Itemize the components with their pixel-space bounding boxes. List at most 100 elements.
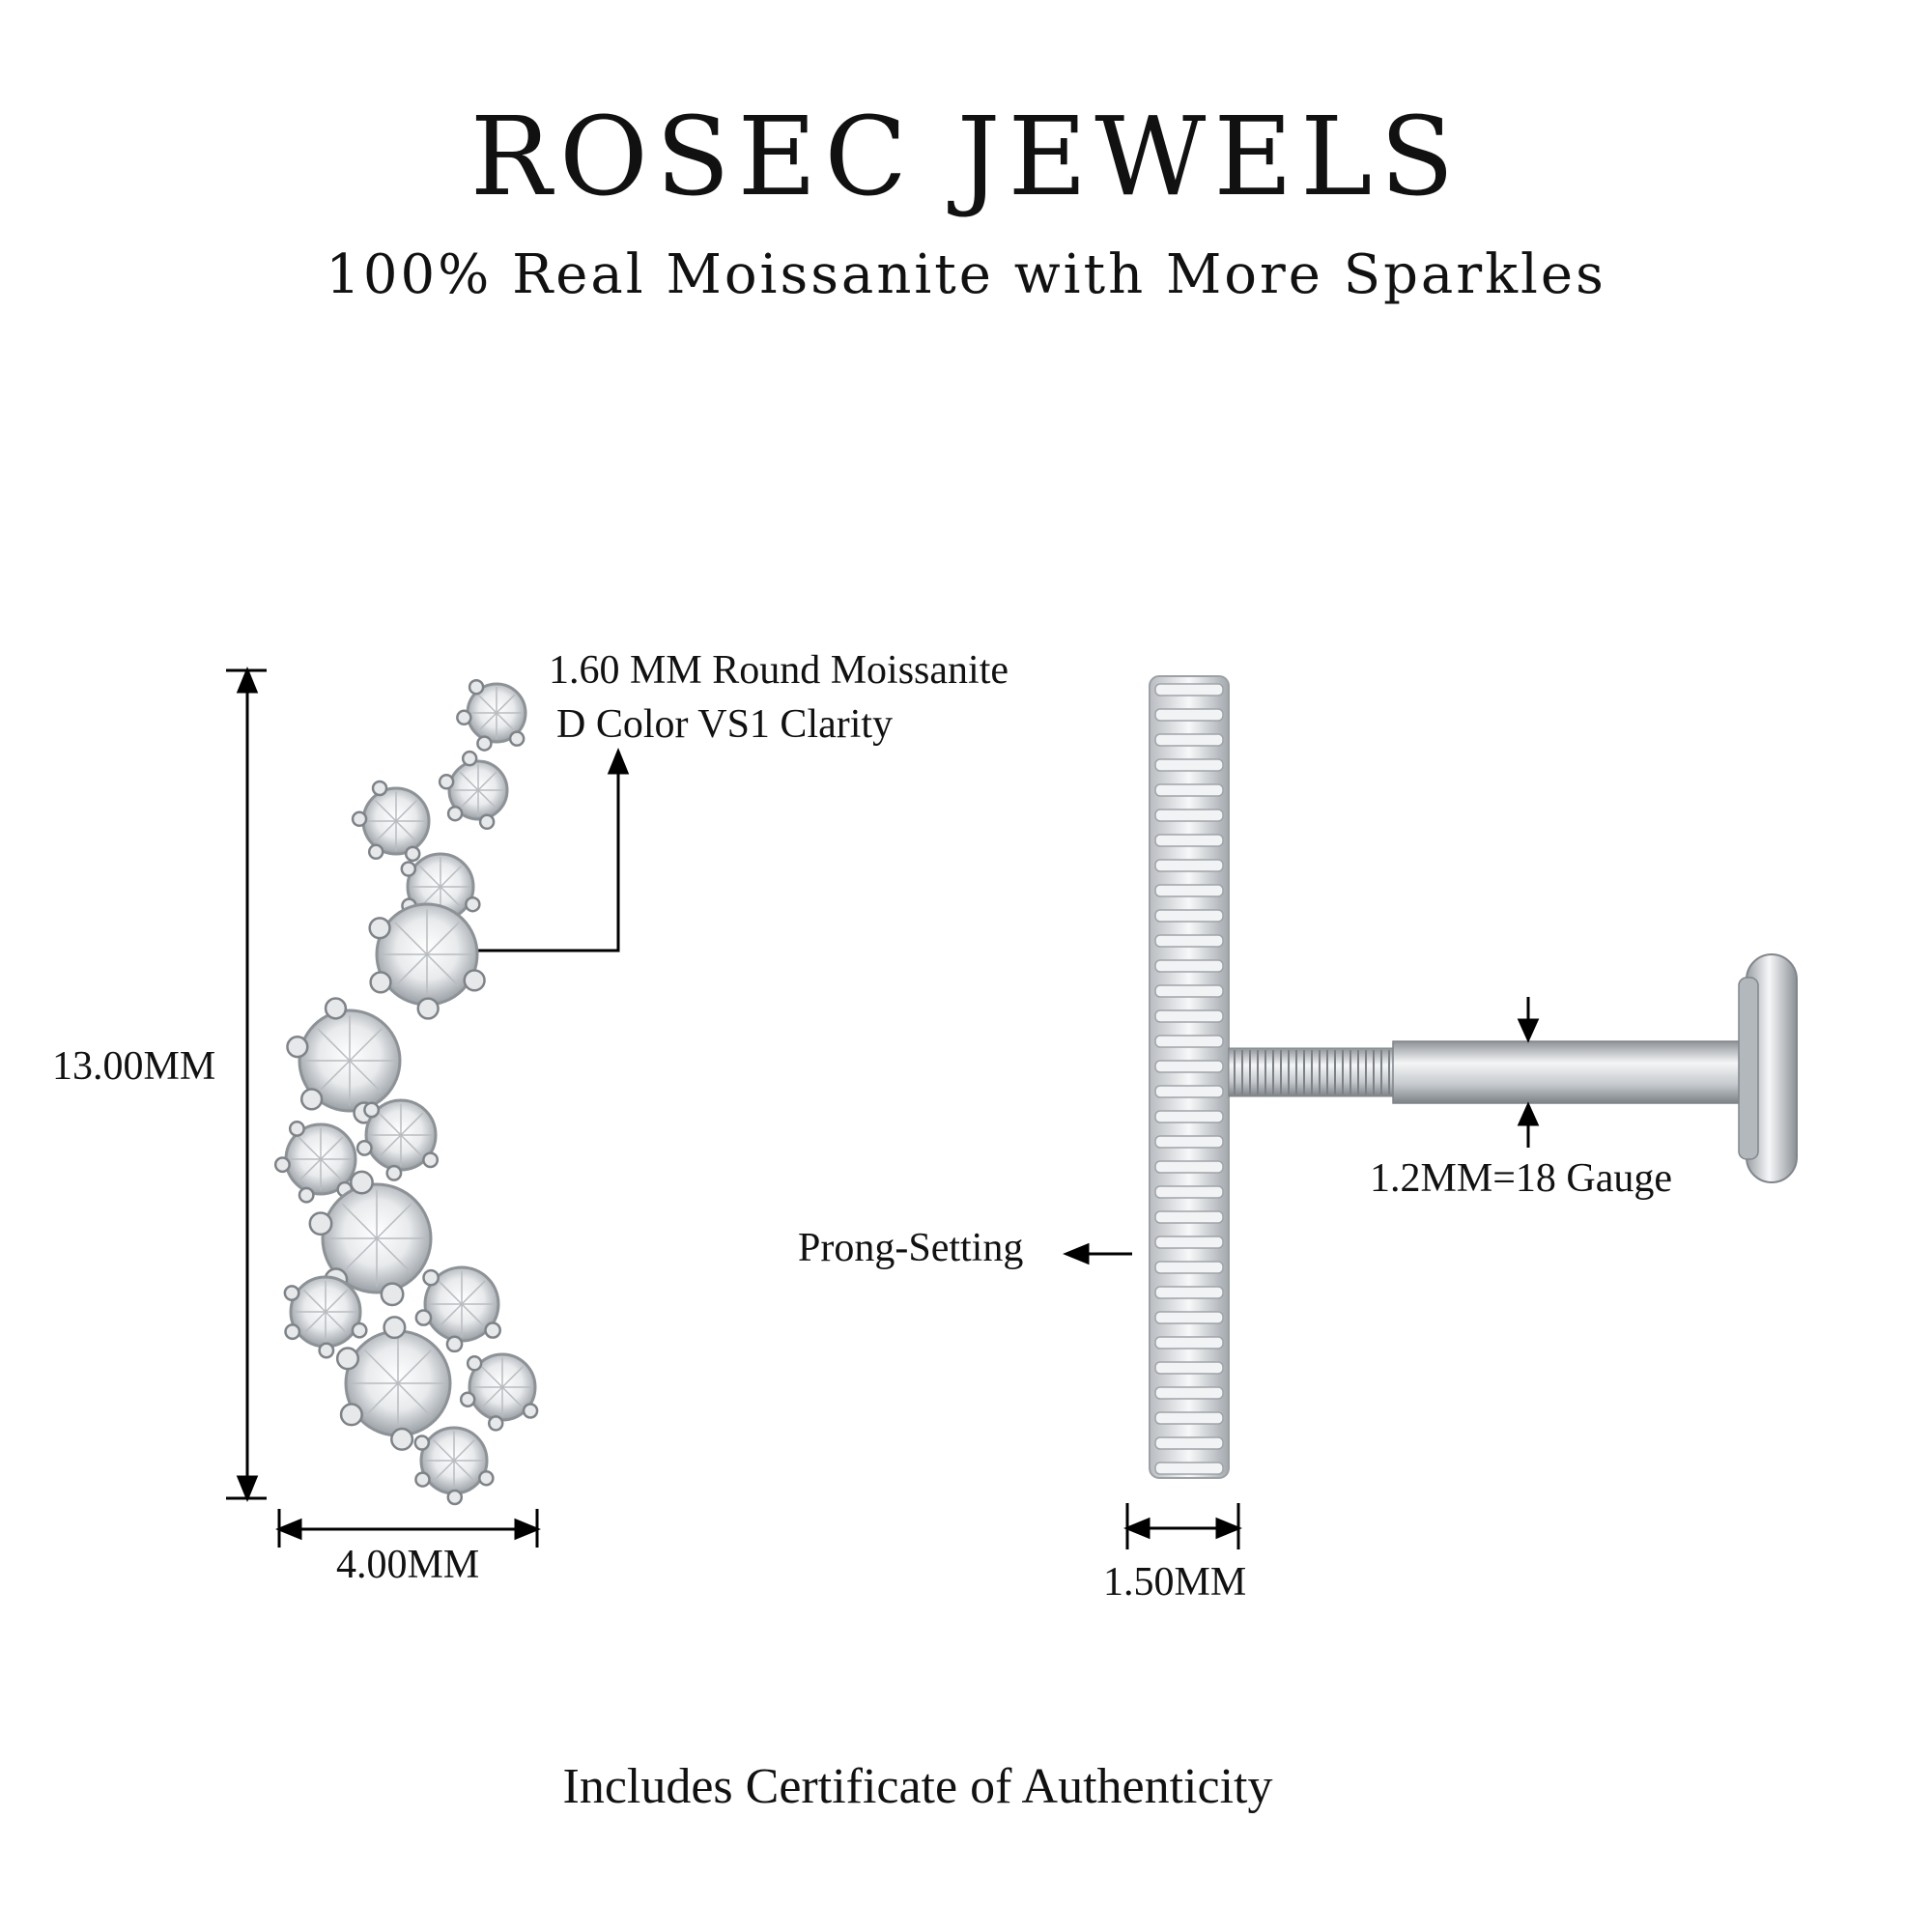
gauge-dimension [1517, 997, 1540, 1148]
side-prong [1154, 959, 1224, 973]
prong [339, 1403, 363, 1427]
moissanite-stone [351, 780, 431, 863]
side-prong [1154, 934, 1224, 948]
prong-setting-label: Prong-Setting [798, 1226, 1024, 1270]
gauge-label: 1.2MM=18 Gauge [1370, 1156, 1672, 1201]
thickness-label: 1.50MM [1103, 1560, 1247, 1605]
side-prong [1154, 708, 1224, 722]
side-prong [1154, 1462, 1224, 1475]
prong [484, 1321, 501, 1339]
prong [468, 678, 485, 696]
moissanite-stone [273, 1121, 357, 1204]
side-prong [1154, 1411, 1224, 1425]
side-prong [1154, 1311, 1224, 1324]
prong [438, 774, 455, 790]
prong [446, 1489, 464, 1506]
climber-earring-front-view [273, 678, 539, 1506]
prong [461, 750, 478, 767]
side-prong [1154, 1185, 1224, 1199]
prong [349, 1170, 374, 1195]
moissanite-stone [335, 1316, 452, 1451]
moissanite-stone [456, 678, 527, 752]
prong-setting-arrow [1063, 1242, 1132, 1265]
prong [367, 843, 384, 861]
prong [308, 1211, 333, 1236]
side-prong [1154, 1336, 1224, 1350]
prong [416, 997, 440, 1020]
side-prong [1154, 758, 1224, 772]
side-prong [1154, 1361, 1224, 1375]
height-label: 13.00MM [52, 1044, 216, 1089]
side-prong [1154, 1436, 1224, 1450]
moissanite-stone [414, 1265, 501, 1353]
prong [456, 709, 472, 726]
side-prong [1154, 984, 1224, 998]
prong [466, 1355, 483, 1372]
side-prong [1154, 1110, 1224, 1123]
prong [286, 1036, 309, 1059]
moissanite-stone [459, 1352, 539, 1432]
prong [368, 917, 391, 940]
side-prong [1154, 1060, 1224, 1073]
side-prong [1154, 1009, 1224, 1023]
side-prong [1154, 834, 1224, 847]
prong [369, 971, 392, 994]
prong [380, 1282, 405, 1307]
prong [487, 1415, 504, 1432]
prong [383, 1316, 407, 1340]
prong [446, 805, 464, 822]
prong [400, 861, 417, 877]
moissanite-stone [286, 997, 402, 1124]
side-prong [1154, 884, 1224, 897]
prong [324, 997, 348, 1020]
prong [273, 1156, 291, 1174]
prong [284, 1323, 301, 1341]
side-prong [1154, 809, 1224, 822]
side-prong [1154, 1135, 1224, 1149]
prong [390, 1427, 414, 1451]
side-prong [1154, 1261, 1224, 1274]
side-prong [1154, 1236, 1224, 1249]
side-prong [1154, 1085, 1224, 1098]
prong [298, 1186, 315, 1204]
moissanite-stone [283, 1275, 368, 1359]
side-prong [1154, 1286, 1224, 1299]
moissanite-stone [413, 1426, 495, 1506]
thickness-dimension [1123, 1503, 1242, 1549]
prong [335, 1347, 360, 1371]
prong [463, 969, 486, 992]
side-prong [1154, 1160, 1224, 1174]
width-dimension [275, 1509, 541, 1548]
prong [413, 1435, 431, 1451]
side-prong [1154, 733, 1224, 747]
prong [414, 1471, 431, 1488]
prong [385, 1164, 403, 1181]
side-prong [1154, 1035, 1224, 1048]
moissanite-stone [368, 902, 486, 1020]
prong [283, 1285, 300, 1301]
prong [476, 735, 493, 752]
side-prong [1154, 683, 1224, 696]
prong [288, 1121, 305, 1137]
stone-label-line1: 1.60 MM Round Moissanite [549, 648, 1009, 693]
stone-leader-line [459, 748, 630, 952]
width-label: 4.00MM [336, 1543, 480, 1587]
side-prong [1154, 1386, 1224, 1400]
side-prong [1154, 909, 1224, 923]
tagline: 100% Real Moissanite with More Sparkles [326, 243, 1606, 306]
prong [355, 1139, 373, 1156]
side-prong [1154, 1210, 1224, 1224]
prong [522, 1403, 539, 1419]
prong [508, 730, 526, 747]
moissanite-stone [438, 750, 509, 831]
prong [351, 810, 368, 828]
prong [363, 1101, 381, 1119]
prong [459, 1391, 476, 1407]
height-dimension [226, 667, 267, 1502]
prong [318, 1342, 335, 1359]
prong [445, 1335, 464, 1353]
prong [414, 1309, 433, 1326]
brand-title: ROSEC JEWELS [469, 95, 1463, 220]
prong [478, 813, 496, 831]
